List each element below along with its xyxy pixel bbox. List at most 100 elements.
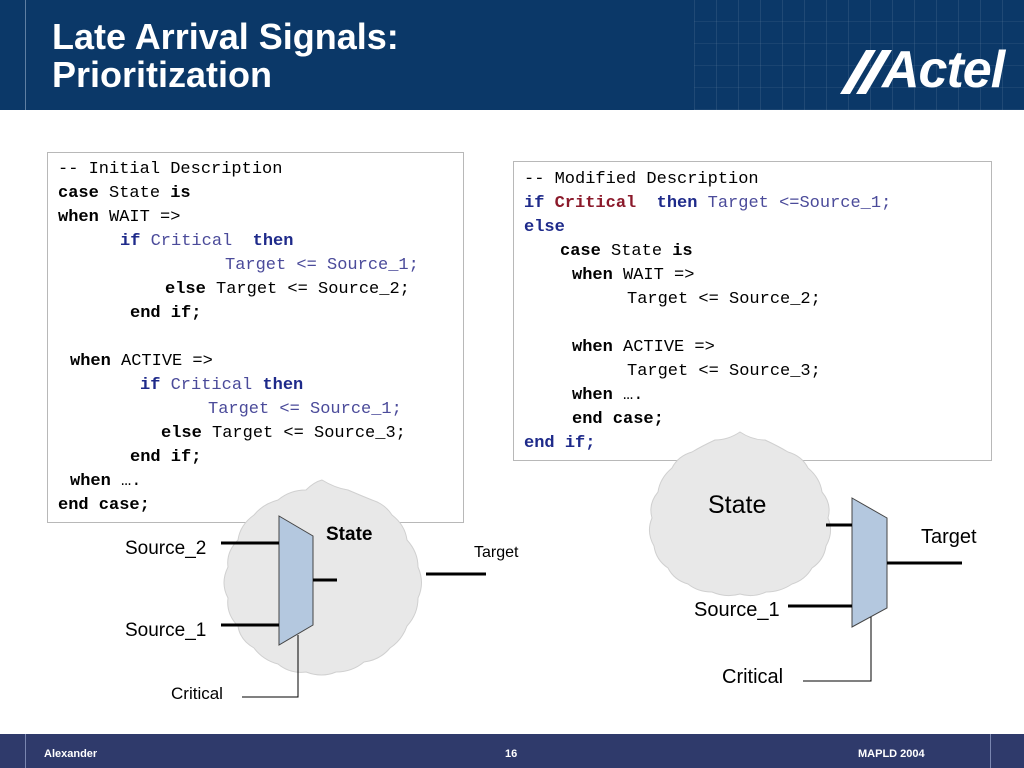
state-cloud-left [223, 479, 422, 676]
actel-logo: Actel [838, 41, 1008, 100]
critical-label-left: Critical [171, 684, 223, 703]
keyword: end [524, 434, 555, 453]
keyword: end if; [130, 448, 202, 467]
keyword: when [572, 386, 613, 405]
code-line: end if; [130, 446, 201, 470]
code-text: Target <=Source_1; [707, 194, 892, 213]
keyword: else [165, 280, 206, 299]
wire-critical-right [803, 617, 872, 682]
keyword: Critical [554, 194, 637, 213]
mux-right [851, 497, 888, 628]
code-text: …. [623, 386, 644, 405]
code-text: Critical [150, 232, 233, 251]
critical-label-right: Critical [722, 666, 784, 688]
code-line: Target <= Source_3; [627, 360, 821, 384]
keyword: when [70, 352, 111, 371]
state-label-right: State [708, 491, 767, 519]
code-line: Target <= Source_1; [208, 398, 402, 422]
target-label-left: Target [474, 544, 519, 561]
keyword: when [58, 208, 99, 227]
code-line: else Target <= Source_3; [161, 422, 406, 446]
keyword: else [524, 218, 565, 237]
footer-author: Alexander [44, 748, 98, 760]
source1-label-right: Source_1 [694, 599, 780, 621]
code-line: end case; [572, 408, 664, 432]
keyword: else [161, 424, 202, 443]
code-text: WAIT => [623, 266, 695, 285]
keyword: is [170, 184, 191, 203]
title-line-1: Late Arrival Signals: [52, 16, 399, 57]
wire-critical-left [242, 635, 299, 698]
keyword: if [120, 232, 141, 251]
code-line: when WAIT => [572, 264, 694, 288]
actel-logo-mark [840, 50, 892, 94]
mux-left [278, 515, 314, 646]
keyword: then [262, 376, 304, 395]
target-label-right: Target [921, 526, 977, 548]
keyword: if [140, 376, 161, 395]
code-comment: -- Modified Description [524, 170, 759, 189]
code-text: ACTIVE => [121, 352, 213, 371]
header-divider [25, 0, 26, 110]
state-cloud-right [648, 431, 832, 597]
code-line: case State is [58, 182, 191, 206]
code-text: ACTIVE => [623, 338, 715, 357]
keyword: when [572, 266, 613, 285]
code-text: …. [121, 472, 142, 491]
code-line: when …. [70, 470, 141, 494]
code-line: end if; [130, 302, 201, 326]
keyword: if; [564, 434, 596, 453]
code-line: if Critical then [120, 230, 293, 254]
source2-label-left: Source_2 [125, 538, 207, 559]
code-line: else [524, 216, 565, 240]
slide-header: Late Arrival Signals: Prioritization Act… [0, 0, 1024, 110]
keyword: end case; [58, 496, 150, 515]
code-text: State [611, 242, 663, 261]
keyword: if [524, 194, 545, 213]
keyword: is [672, 242, 693, 261]
code-text: Target <= Source_3; [627, 362, 821, 381]
code-text: Target <= Source_2; [627, 290, 821, 309]
code-line: if Critical then Target <=Source_1; [524, 192, 891, 216]
code-line: end case; [58, 494, 150, 518]
keyword: when [572, 338, 613, 357]
code-text: WAIT => [109, 208, 181, 227]
keyword: end if; [130, 304, 202, 323]
logo-text: Actel [882, 41, 1005, 99]
code-line: else Target <= Source_2; [165, 278, 410, 302]
code-line: -- Modified Description [524, 168, 759, 192]
code-line: end if; [524, 432, 595, 456]
keyword: then [656, 194, 698, 213]
code-text: State [109, 184, 161, 203]
code-text: Target <= Source_1; [225, 256, 419, 275]
code-text: Target <= Source_3; [212, 424, 406, 443]
source1-label-left: Source_1 [125, 620, 207, 641]
code-line: Target <= Source_1; [225, 254, 419, 278]
code-line: when ACTIVE => [70, 350, 213, 374]
initial-description-box: -- Initial Description case State is whe… [47, 152, 464, 523]
code-text: Critical [170, 376, 253, 395]
keyword: then [252, 232, 294, 251]
keyword: case [58, 184, 99, 203]
code-line: Target <= Source_2; [627, 288, 821, 312]
keyword: end case; [572, 410, 664, 429]
title-line-2: Prioritization [52, 54, 273, 95]
modified-description-box: -- Modified Description if Critical then… [513, 161, 992, 461]
code-line: case State is [560, 240, 693, 264]
code-line: when ACTIVE => [572, 336, 715, 360]
code-line: when …. [572, 384, 643, 408]
code-line: -- Initial Description [58, 158, 282, 182]
code-text: Target <= Source_2; [216, 280, 410, 299]
slide-footer: Alexander 16 MAPLD 2004 [0, 734, 1024, 768]
code-line: if Critical then [140, 374, 303, 398]
footer-divider [25, 734, 26, 768]
keyword: case [560, 242, 601, 261]
code-line: when WAIT => [58, 206, 180, 230]
footer-conference: MAPLD 2004 [858, 748, 925, 760]
code-text: Target <= Source_1; [208, 400, 402, 419]
slide-title: Late Arrival Signals: Prioritization [52, 18, 399, 94]
code-comment: -- Initial Description [58, 160, 283, 179]
footer-divider [990, 734, 991, 768]
state-label-left: State [326, 524, 373, 545]
